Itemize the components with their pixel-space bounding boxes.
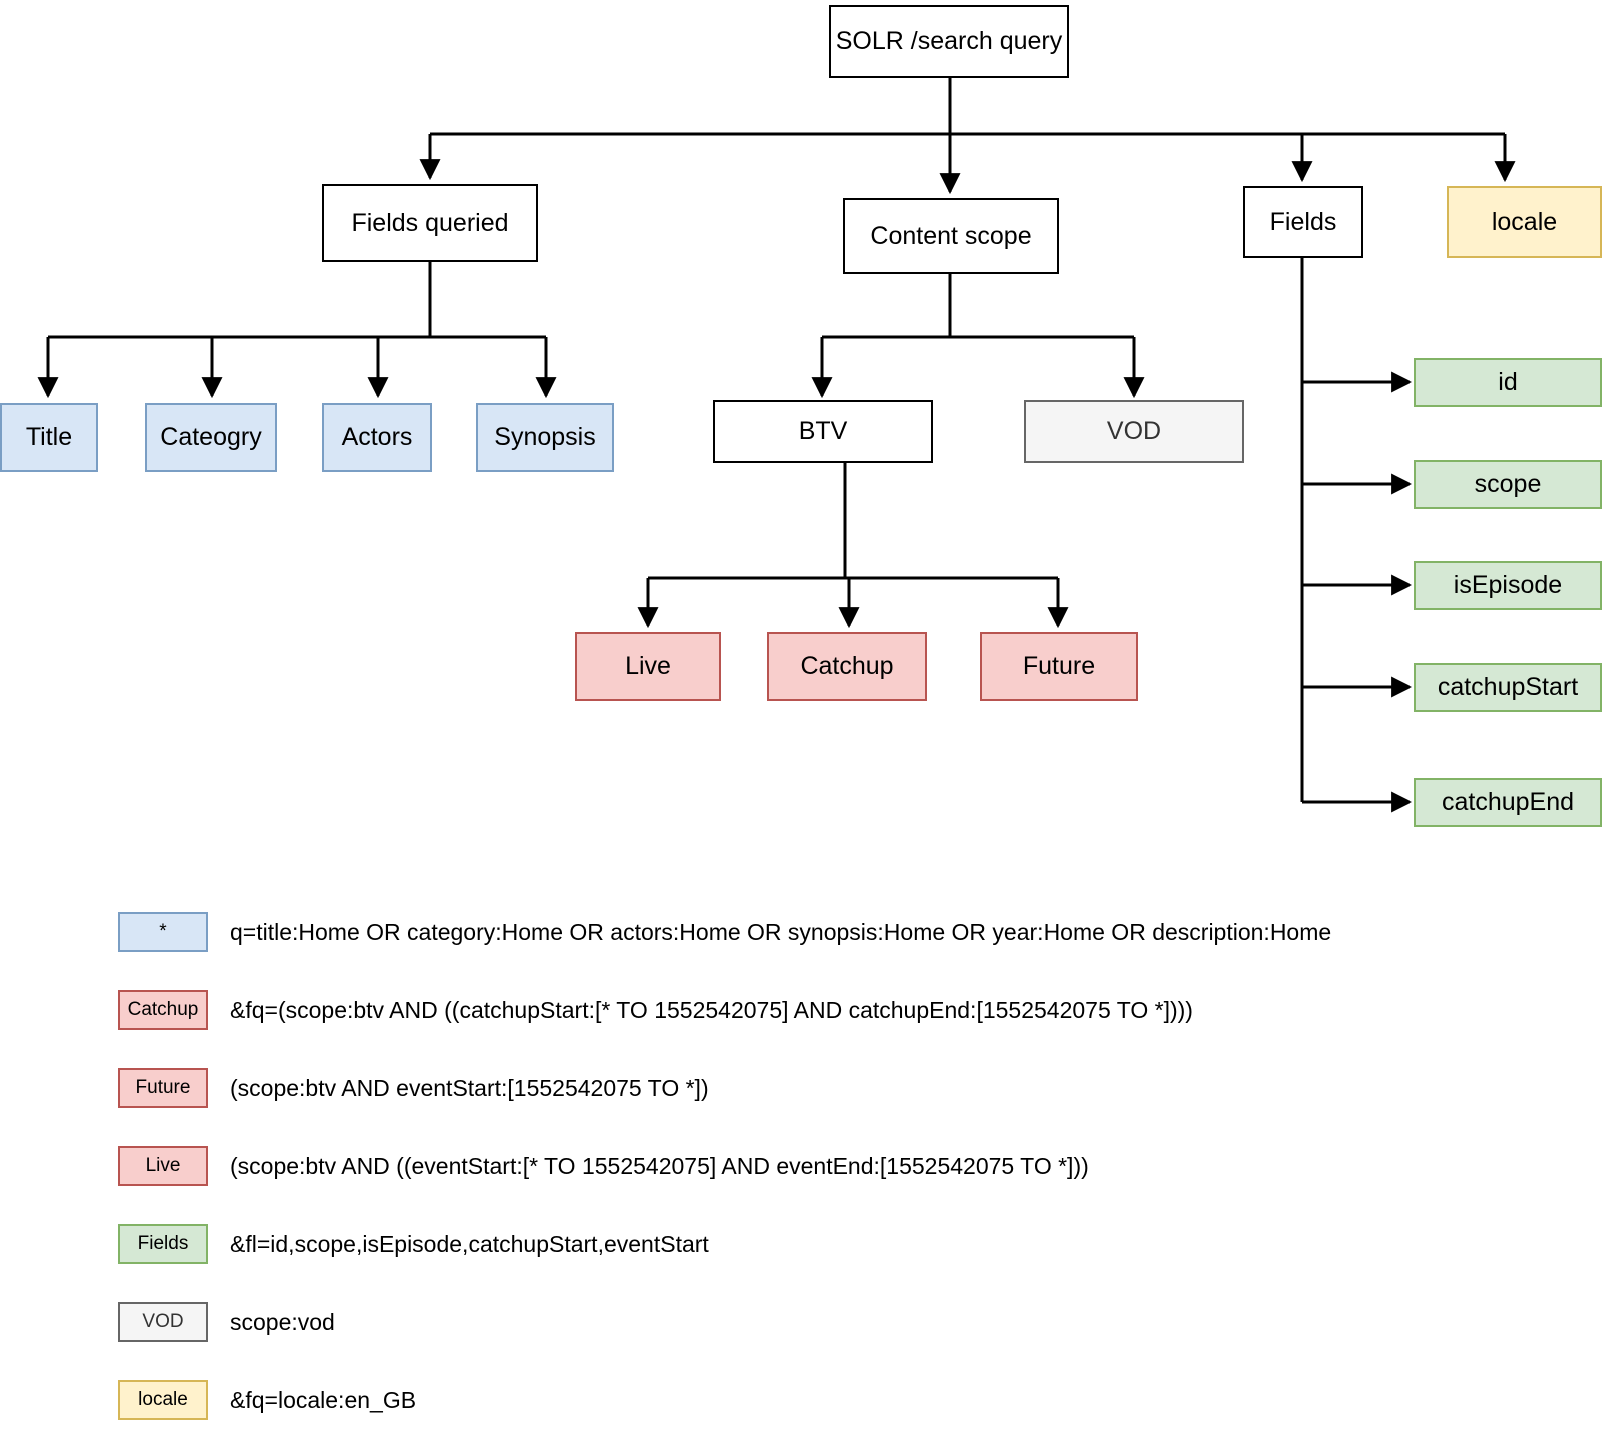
legend-description: (scope:btv AND eventStart:[1552542075 TO… [230,1074,709,1101]
node-synopsis[interactable]: Synopsis [476,403,614,472]
node-cateogry[interactable]: Cateogry [145,403,277,472]
node-label: isEpisode [1453,571,1563,600]
legend-row: Fields &fl=id,scope,isEpisode,catchupSta… [118,1205,1538,1283]
node-locale[interactable]: locale [1447,186,1602,258]
node-label: VOD [1106,417,1162,446]
legend: * q=title:Home OR category:Home OR actor… [118,893,1538,1436]
legend-swatch-catchup: Catchup [118,990,208,1030]
legend-description: (scope:btv AND ((eventStart:[* TO 155254… [230,1152,1089,1179]
legend-swatch-future: Future [118,1068,208,1108]
legend-row: locale &fq=locale:en_GB [118,1361,1538,1436]
legend-swatch-all-fields: * [118,912,208,952]
legend-swatch-live: Live [118,1146,208,1186]
legend-description: q=title:Home OR category:Home OR actors:… [230,918,1332,945]
node-title[interactable]: Title [0,403,98,472]
node-field-scope[interactable]: scope [1414,460,1602,509]
node-actors[interactable]: Actors [322,403,432,472]
node-label: Fields queried [351,208,509,237]
legend-description: scope:vod [230,1308,335,1335]
legend-swatch-label: Fields [137,1233,189,1254]
node-label: Synopsis [494,423,596,452]
legend-description: &fl=id,scope,isEpisode,catchupStart,even… [230,1230,709,1257]
legend-swatch-label: Future [135,1077,191,1098]
node-label: Cateogry [160,423,262,452]
node-label: id [1498,368,1518,397]
node-label: catchupStart [1437,673,1579,702]
node-label: locale [1491,207,1558,236]
node-future[interactable]: Future [980,632,1138,701]
node-btv[interactable]: BTV [713,400,933,463]
node-field-isepisode[interactable]: isEpisode [1414,561,1602,610]
legend-row: Live (scope:btv AND ((eventStart:[* TO 1… [118,1127,1538,1205]
node-live[interactable]: Live [575,632,721,701]
legend-swatch-label: Live [145,1155,181,1176]
legend-swatch-fields: Fields [118,1224,208,1264]
legend-swatch-label: * [159,921,167,942]
node-field-catchupend[interactable]: catchupEnd [1414,778,1602,827]
legend-description: &fq=(scope:btv AND ((catchupStart:[* TO … [230,996,1193,1023]
legend-description: &fq=locale:en_GB [230,1386,417,1413]
legend-swatch-locale: locale [118,1380,208,1420]
node-label: scope [1474,470,1542,499]
node-label: Live [625,652,671,681]
node-label: SOLR /search query [835,27,1063,56]
legend-row: Catchup &fq=(scope:btv AND ((catchupStar… [118,971,1538,1049]
node-label: Catchup [800,652,894,681]
legend-row: VOD scope:vod [118,1283,1538,1361]
node-label: catchupEnd [1441,788,1575,817]
node-content-scope[interactable]: Content scope [843,198,1059,274]
legend-row: * q=title:Home OR category:Home OR actor… [118,893,1538,971]
legend-swatch-label: locale [138,1389,188,1410]
node-fields-queried[interactable]: Fields queried [322,184,538,262]
node-label: Actors [341,423,413,452]
node-label: BTV [798,417,848,446]
node-field-catchupstart[interactable]: catchupStart [1414,663,1602,712]
node-solr-search-query[interactable]: SOLR /search query [829,5,1069,78]
node-vod[interactable]: VOD [1024,400,1244,463]
node-label: Future [1022,652,1096,681]
legend-swatch-vod: VOD [118,1302,208,1342]
node-field-id[interactable]: id [1414,358,1602,407]
node-label: Title [25,423,73,452]
legend-swatch-label: VOD [142,1311,184,1332]
legend-row: Future (scope:btv AND eventStart:[155254… [118,1049,1538,1127]
legend-swatch-label: Catchup [127,999,199,1020]
node-label: Fields [1269,207,1337,236]
node-catchup[interactable]: Catchup [767,632,927,701]
node-label: Content scope [870,221,1032,250]
node-fields[interactable]: Fields [1243,186,1363,258]
